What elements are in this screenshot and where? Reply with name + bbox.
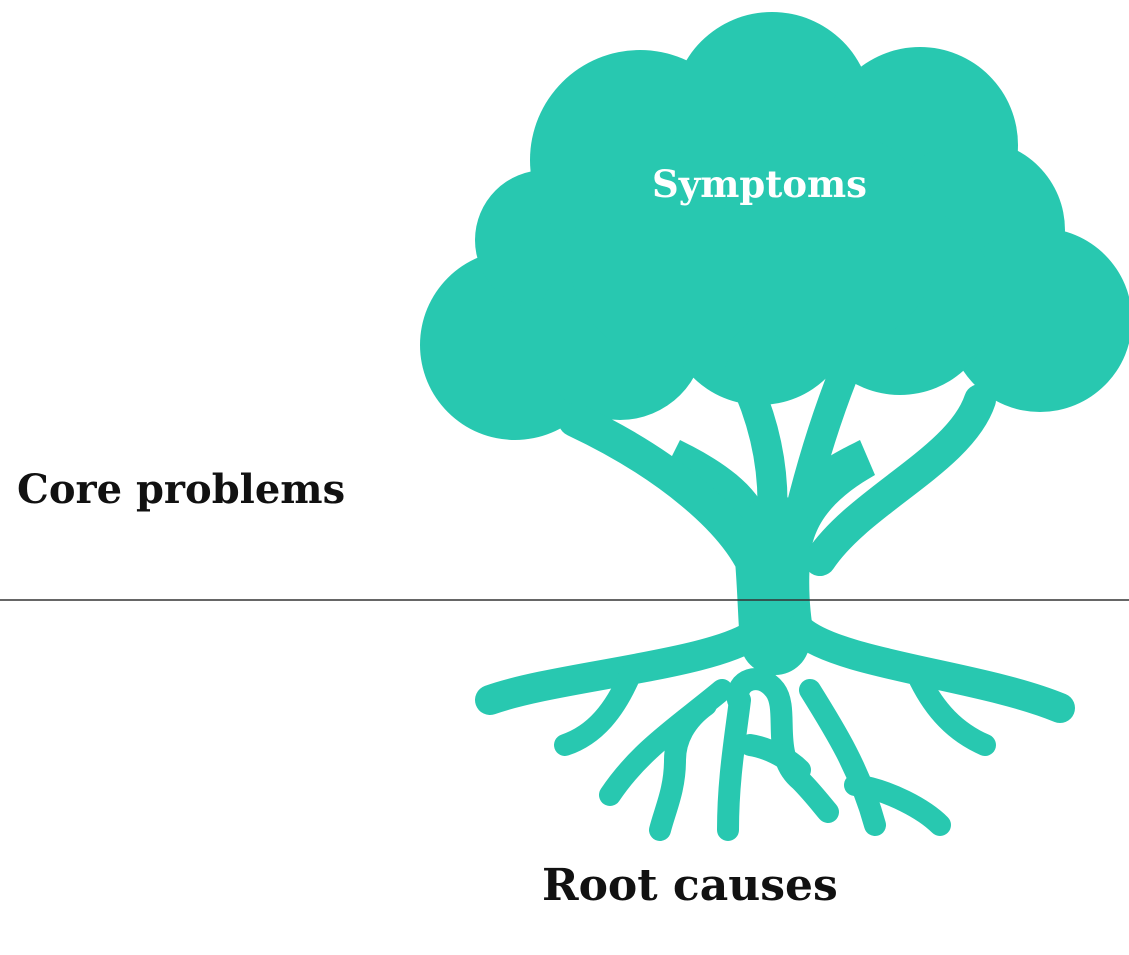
tree-canopy — [420, 12, 1129, 440]
core-problems-label: Core problems — [17, 466, 345, 513]
symptoms-label: Symptoms — [652, 162, 867, 206]
trunk-core — [774, 530, 775, 640]
root — [728, 700, 740, 830]
root-causes-label: Root causes — [542, 860, 838, 911]
